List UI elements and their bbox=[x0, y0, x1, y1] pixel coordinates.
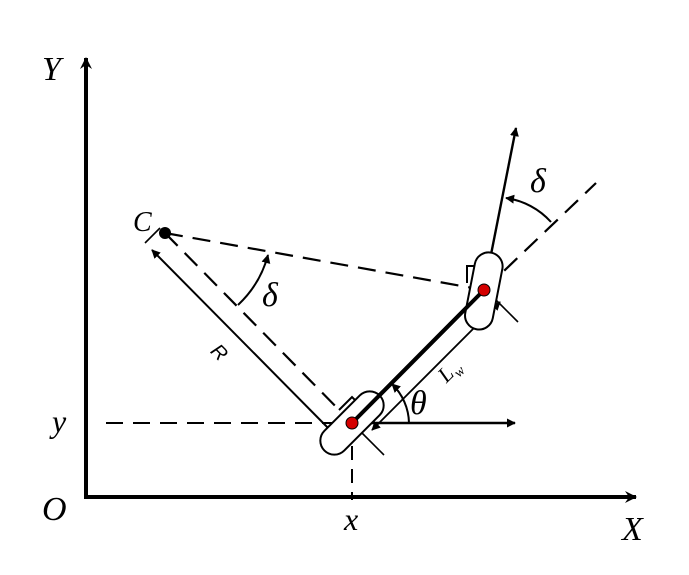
theta-label: θ bbox=[410, 385, 427, 422]
wheelbase-tick-front bbox=[492, 296, 519, 323]
origin-label: O bbox=[42, 491, 67, 528]
rear-axle-point bbox=[345, 416, 359, 430]
y-coordinate-label: y bbox=[49, 403, 67, 439]
x-coordinate-label: x bbox=[343, 501, 358, 537]
radius-end-tick-c bbox=[144, 227, 161, 244]
delta-front-angle-arc bbox=[505, 194, 552, 223]
delta-center-label: δ bbox=[262, 277, 279, 314]
center-point bbox=[159, 227, 171, 239]
radius-label: R bbox=[206, 340, 232, 366]
delta-center-angle-arc bbox=[237, 254, 271, 306]
y-axis-label: Y bbox=[42, 51, 64, 88]
wheelbase-label: L w bbox=[431, 361, 468, 388]
vehicle-body-overlay bbox=[350, 288, 486, 425]
heading-extension-dashed-line bbox=[483, 182, 597, 291]
radius-dimension-arrow bbox=[151, 249, 337, 437]
center-label: C bbox=[133, 207, 152, 238]
delta-front-label: δ bbox=[530, 163, 547, 200]
theta-angle-arc bbox=[391, 383, 410, 424]
front-axle-point bbox=[477, 283, 491, 297]
c-to-rear-dashed-line bbox=[164, 232, 353, 424]
x-axis-label: X bbox=[620, 511, 644, 548]
wheelbase-tick-rear bbox=[358, 429, 385, 456]
